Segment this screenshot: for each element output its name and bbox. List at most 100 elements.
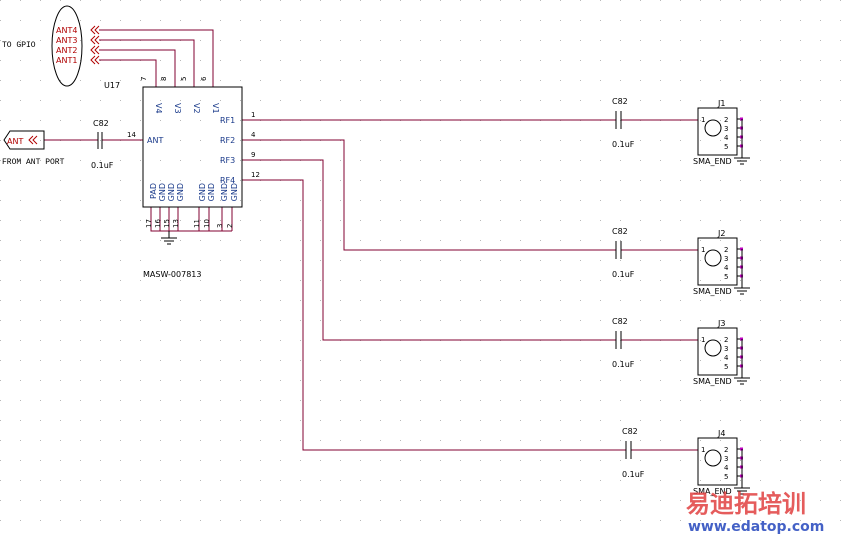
connector-pin-num: 4 <box>724 134 729 142</box>
ant-port-chevron <box>28 135 38 145</box>
gpio-label: TO GPIO <box>2 41 36 50</box>
connector-pin-num: 2 <box>724 336 728 344</box>
connector-pin-num: 2 <box>724 116 728 124</box>
gpio-port-chevrons <box>90 25 100 65</box>
ant-port-label: FROM ANT PORT <box>2 158 65 167</box>
gnd-pin-num: 10 <box>203 219 211 228</box>
input-cap-ref: C82 <box>93 119 109 128</box>
connector-ref: J3 <box>717 319 725 328</box>
gpio-net-ant2: ANT2 <box>56 46 77 55</box>
wire <box>99 29 214 87</box>
connector-pin-num: 4 <box>724 264 729 272</box>
connector-body <box>697 437 738 486</box>
rf-pin-name: RF3 <box>220 156 235 165</box>
connector-pin-num: 3 <box>724 345 728 353</box>
ctrl-pin-name: V3 <box>173 103 182 114</box>
connector-pin-num: 2 <box>724 446 728 454</box>
connector-type: SMA_END <box>693 487 732 496</box>
gnd-pin-name: GND <box>220 183 229 201</box>
gpio-net-ant1: ANT1 <box>56 56 77 65</box>
watermark-title: 易迪拓培训 <box>686 490 806 518</box>
cap-ref: C82 <box>612 317 628 326</box>
gnd-pin-name: GND <box>176 183 185 201</box>
connector-body <box>697 107 738 156</box>
ctrl-pin-name: V4 <box>154 103 163 114</box>
rf-pin-num: 12 <box>251 171 260 179</box>
watermark-url: www.edatop.com <box>688 519 824 535</box>
wire <box>99 39 195 87</box>
rf-pin-name: RF4 <box>220 176 235 185</box>
connector-jack <box>704 449 722 467</box>
connector-type: SMA_END <box>693 157 732 166</box>
gnd-pin-num: 3 <box>216 224 224 228</box>
ant-port-symbol <box>3 130 45 150</box>
cap-ref: C82 <box>612 97 628 106</box>
ctrl-pin-name: V1 <box>211 103 220 114</box>
connector-pin-num: 4 <box>724 354 729 362</box>
connector-pin-num: 1 <box>701 336 705 344</box>
connector-ref: J2 <box>717 229 725 238</box>
connector-pin-num: 1 <box>701 246 705 254</box>
wire <box>242 139 616 251</box>
gpio-net-ant4: ANT4 <box>56 26 77 35</box>
gpio-net-ant3: ANT3 <box>56 36 77 45</box>
connector-pin-num: 1 <box>701 116 705 124</box>
gnd-pin-name: GND <box>207 183 216 201</box>
connector-pin-num: 2 <box>724 246 728 254</box>
connector-pin-num: 5 <box>724 273 728 281</box>
connector-pin-num: 5 <box>724 363 728 371</box>
gnd-pin-num: 2 <box>226 224 234 228</box>
connector-pin-num: 3 <box>724 255 728 263</box>
gnd-pin-num: 17 <box>145 219 153 228</box>
wire <box>242 179 626 451</box>
ctrl-pin-name: V2 <box>192 103 201 114</box>
input-cap-value: 0.1uF <box>91 161 114 170</box>
wire <box>99 59 157 87</box>
connector-body <box>697 237 738 286</box>
gnd-pin-num: 13 <box>172 219 180 228</box>
connector-jack <box>704 339 722 357</box>
cap-ref: C82 <box>622 427 638 436</box>
rf-pin-name: RF1 <box>220 116 235 125</box>
connector-pin-num: 1 <box>701 446 705 454</box>
wires <box>44 29 698 451</box>
cap-ref: C82 <box>612 227 628 236</box>
wire <box>99 49 176 87</box>
gnd-pin-num: 15 <box>163 219 171 228</box>
gpio-ellipse <box>51 5 83 87</box>
switch-part: MASW-007813 <box>143 270 201 279</box>
ctrl-pin-num: 6 <box>200 76 208 81</box>
rf-pin-num: 1 <box>251 111 255 119</box>
gnd-pin-num: 11 <box>193 219 201 228</box>
rf-pin-name: RF2 <box>220 136 235 145</box>
ant-port-group: ANT FROM ANT PORT <box>2 130 65 167</box>
connector-jack <box>704 249 722 267</box>
rf-pin-num: 4 <box>251 131 256 139</box>
gnd-pin-name: GND <box>230 183 239 201</box>
wire <box>150 207 232 232</box>
connector-body <box>697 327 738 376</box>
gnd-pin-name: GND <box>198 183 207 201</box>
connector-pin-num: 3 <box>724 125 728 133</box>
wire <box>242 159 616 341</box>
ctrl-pin-num: 8 <box>160 77 168 81</box>
gpio-net-group: TO GPIO ANT4 ANT3 ANT2 ANT1 <box>2 5 100 87</box>
connector-jack <box>704 119 722 137</box>
connector-pin-num: 3 <box>724 455 728 463</box>
gnd-pin-name: GND <box>167 183 176 201</box>
switch-refdes: U17 <box>104 81 120 90</box>
ctrl-pin-num: 7 <box>140 77 148 81</box>
cap-value: 0.1uF <box>612 270 635 279</box>
ground-symbol <box>161 231 177 245</box>
watermark: 易迪拓培训 www.edatop.com <box>686 490 824 535</box>
connector-pin-num: 4 <box>724 464 729 472</box>
gnd-pin-name: PAD <box>149 183 158 199</box>
rf-pin-num: 9 <box>251 151 255 159</box>
ant-pin-num: 14 <box>127 131 136 139</box>
connector-type: SMA_END <box>693 377 732 386</box>
